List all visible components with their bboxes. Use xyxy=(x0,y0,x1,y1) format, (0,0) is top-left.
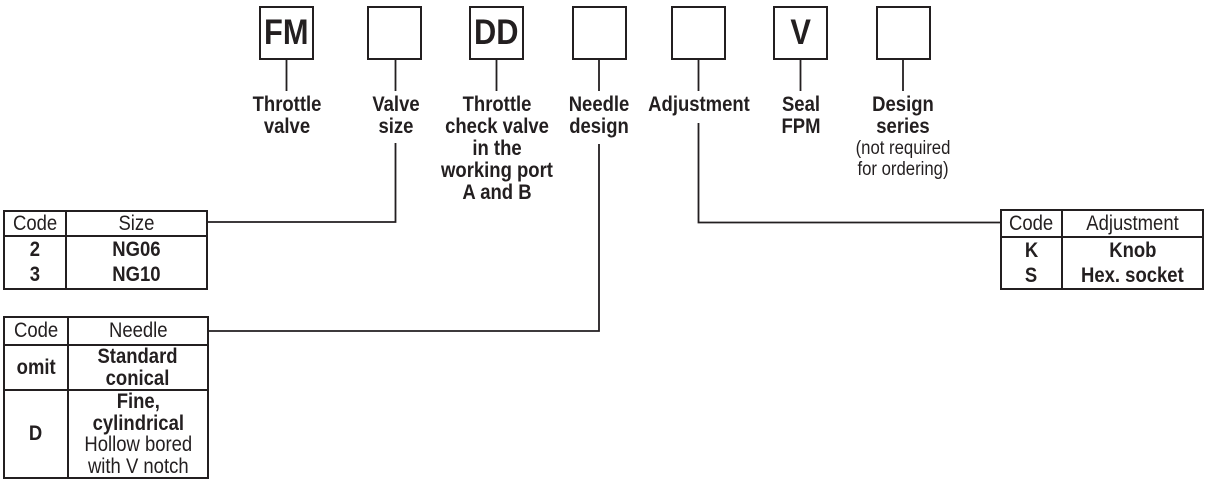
cell-text: 2 xyxy=(29,237,41,261)
needle-code-cell: D xyxy=(5,391,69,477)
size-table-row-2: 2 NG06 xyxy=(5,237,206,263)
adjustment-table-header-adjustment: Adjustment xyxy=(1063,211,1202,236)
label-line: Throttle xyxy=(462,93,531,116)
needle-value-lines: Fine, cylindrical Hollow bored with V no… xyxy=(77,391,200,477)
label-line: size xyxy=(378,115,413,138)
cell-line: cylindrical xyxy=(92,411,184,435)
cell-line: Standard xyxy=(97,346,179,368)
code-value: DD xyxy=(474,12,519,52)
header-text: Adjustment xyxy=(1086,211,1179,235)
label-note-line: (not required xyxy=(855,138,951,159)
label-line: working port xyxy=(440,159,553,182)
label-line: in the xyxy=(471,137,522,160)
label-line: check valve xyxy=(444,115,549,138)
adjustment-code-cell: S xyxy=(1002,263,1063,288)
size-value-cell: NG10 xyxy=(67,263,206,289)
label-throttle-valve: Throttle valve xyxy=(177,94,397,138)
header-text: Code xyxy=(12,212,58,235)
code-box-throttle-check: DD xyxy=(469,6,524,60)
cell-line: with V notch xyxy=(87,454,189,477)
size-table-header-size: Size xyxy=(67,212,206,235)
size-table-header-row: Code Size xyxy=(5,212,206,237)
code-value: V xyxy=(790,12,811,52)
adjustment-table: Code Adjustment K Knob S Hex. socket xyxy=(1000,209,1204,290)
label-line: Valve xyxy=(371,93,420,116)
label-line: Seal xyxy=(781,93,820,116)
needle-table-row-omit: omit Standard conical xyxy=(5,346,207,391)
size-table-row-3: 3 NG10 xyxy=(5,262,206,289)
cell-line: conical xyxy=(106,366,170,389)
label-line: FPM xyxy=(780,115,820,138)
label-adjustment: Adjustment xyxy=(589,94,809,116)
needle-table-row-d: D Fine, cylindrical Hollow bored with V … xyxy=(5,391,207,477)
label-note-line: for ordering) xyxy=(857,159,949,180)
label-design-series: Design series (not required for ordering… xyxy=(793,93,1013,181)
header-text: Needle xyxy=(108,319,168,342)
label-line: Needle xyxy=(568,93,630,116)
cell-text: omit xyxy=(16,355,56,379)
code-box-design-series xyxy=(875,6,931,60)
size-table-header-code: Code xyxy=(5,212,67,235)
header-text: Code xyxy=(13,319,59,342)
code-value: FM xyxy=(264,12,309,52)
needle-table-header-row: Code Needle xyxy=(5,318,207,346)
cell-line: Hollow bored xyxy=(84,433,192,456)
needle-table: Code Needle omit Standard conical D Fine… xyxy=(3,316,209,479)
label-valve-size: Valve size xyxy=(286,94,506,138)
connector-adjustment-table xyxy=(697,123,1000,224)
adjustment-table-header-code: Code xyxy=(1002,211,1063,236)
cell-text: Hex. socket xyxy=(1081,263,1184,287)
code-box-throttle-valve: FM xyxy=(259,6,314,60)
label-line: series xyxy=(876,115,930,138)
needle-value-cell: Standard conical xyxy=(69,346,207,389)
connector-valve-size-table xyxy=(208,143,397,223)
label-needle-design: Needle design xyxy=(489,94,709,138)
size-code-cell: 2 xyxy=(5,237,67,263)
size-value-cell: NG06 xyxy=(67,237,206,263)
cell-text: Knob xyxy=(1108,238,1157,262)
label-line: Throttle xyxy=(252,93,321,116)
cell-text: K xyxy=(1024,238,1039,262)
adjustment-value-cell: Hex. socket xyxy=(1063,263,1202,288)
label-line: A and B xyxy=(461,181,532,204)
needle-value-cell: Fine, cylindrical Hollow bored with V no… xyxy=(69,391,207,477)
cell-text: D xyxy=(29,422,43,445)
code-box-valve-size xyxy=(367,6,422,60)
cell-line: Fine, xyxy=(116,391,160,413)
label-throttle-check-valve: Throttle check valve in the working port… xyxy=(387,94,607,204)
label-line: Design xyxy=(872,93,934,116)
connector-needle-table xyxy=(209,144,600,332)
needle-value-lines: Standard conical xyxy=(92,346,183,389)
cell-text: NG06 xyxy=(112,237,161,261)
header-text: Size xyxy=(118,212,155,235)
adjustment-value-cell: Knob xyxy=(1063,238,1202,263)
size-code-cell: 3 xyxy=(5,262,67,288)
needle-table-header-needle: Needle xyxy=(69,318,207,344)
needle-code-cell: omit xyxy=(5,346,69,389)
adjustment-table-row-k: K Knob xyxy=(1002,238,1202,263)
label-line: Adjustment xyxy=(647,93,750,116)
label-line: design xyxy=(569,115,629,138)
code-box-seal: V xyxy=(773,6,828,60)
label-line: valve xyxy=(263,115,310,138)
code-box-adjustment xyxy=(671,6,726,60)
cell-text: NG10 xyxy=(112,263,161,287)
cell-text: S xyxy=(1025,263,1038,287)
cell-text: 3 xyxy=(29,263,41,287)
header-text: Code xyxy=(1009,211,1054,235)
code-box-needle-design xyxy=(571,6,627,60)
label-seal-fpm: Seal FPM xyxy=(691,94,911,138)
adjustment-table-row-s: S Hex. socket xyxy=(1002,263,1202,288)
adjustment-table-header-row: Code Adjustment xyxy=(1002,211,1202,238)
adjustment-code-cell: K xyxy=(1002,238,1063,263)
size-table: Code Size 2 NG06 3 NG10 xyxy=(3,210,208,290)
needle-table-header-code: Code xyxy=(5,318,69,344)
